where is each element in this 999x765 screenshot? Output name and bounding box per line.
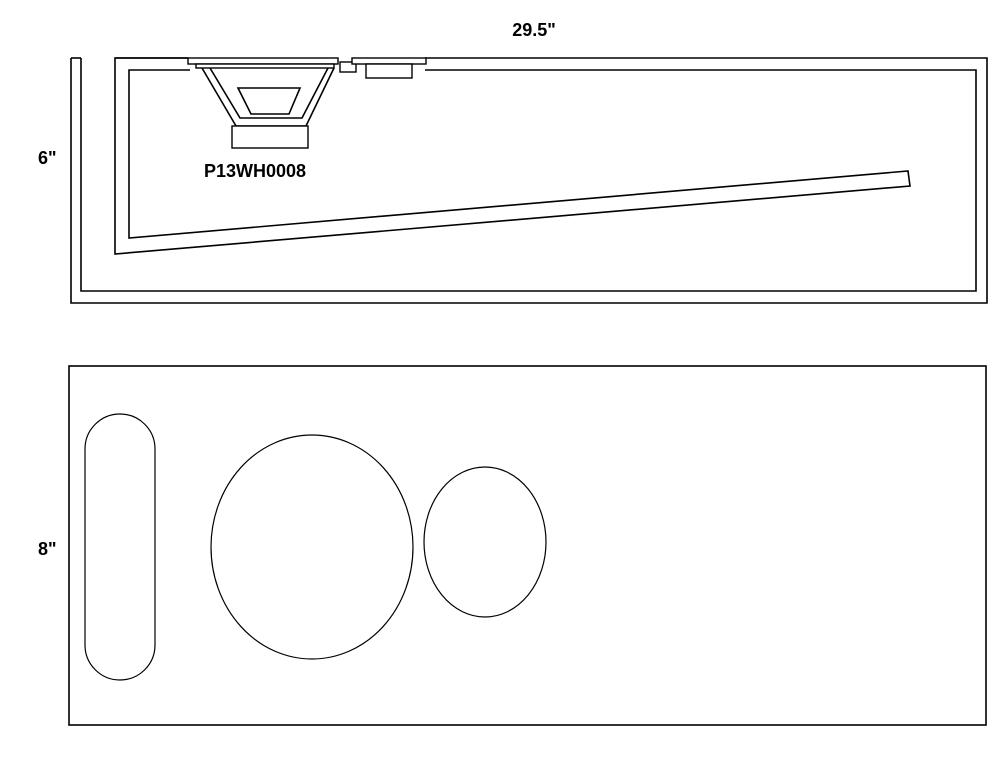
driver-plate xyxy=(187,57,339,65)
driver-model-label: P13WH0008 xyxy=(204,161,306,181)
woofer-cutout xyxy=(210,434,414,660)
driver-diaphragm xyxy=(236,87,302,115)
side-inner-wall xyxy=(80,58,977,292)
side-view: 29.5" 6" P13WH0008 xyxy=(38,20,988,304)
width-label: 8" xyxy=(38,539,57,559)
folded-line-outer xyxy=(114,57,911,255)
length-label: 29.5" xyxy=(512,20,556,40)
front-view: 8" xyxy=(38,365,987,726)
secondary-cutout xyxy=(423,466,547,618)
port-plate-left xyxy=(339,61,357,73)
driver-cone-inner xyxy=(209,67,329,119)
driver-magnet xyxy=(231,125,309,149)
driver-plate-step xyxy=(195,63,335,69)
front-baffle xyxy=(68,365,987,726)
side-outer-wall xyxy=(70,57,988,304)
height-label: 6" xyxy=(38,148,57,168)
port-plate xyxy=(351,57,427,65)
port-tube xyxy=(365,63,413,79)
slot-port-cutout xyxy=(84,413,156,681)
